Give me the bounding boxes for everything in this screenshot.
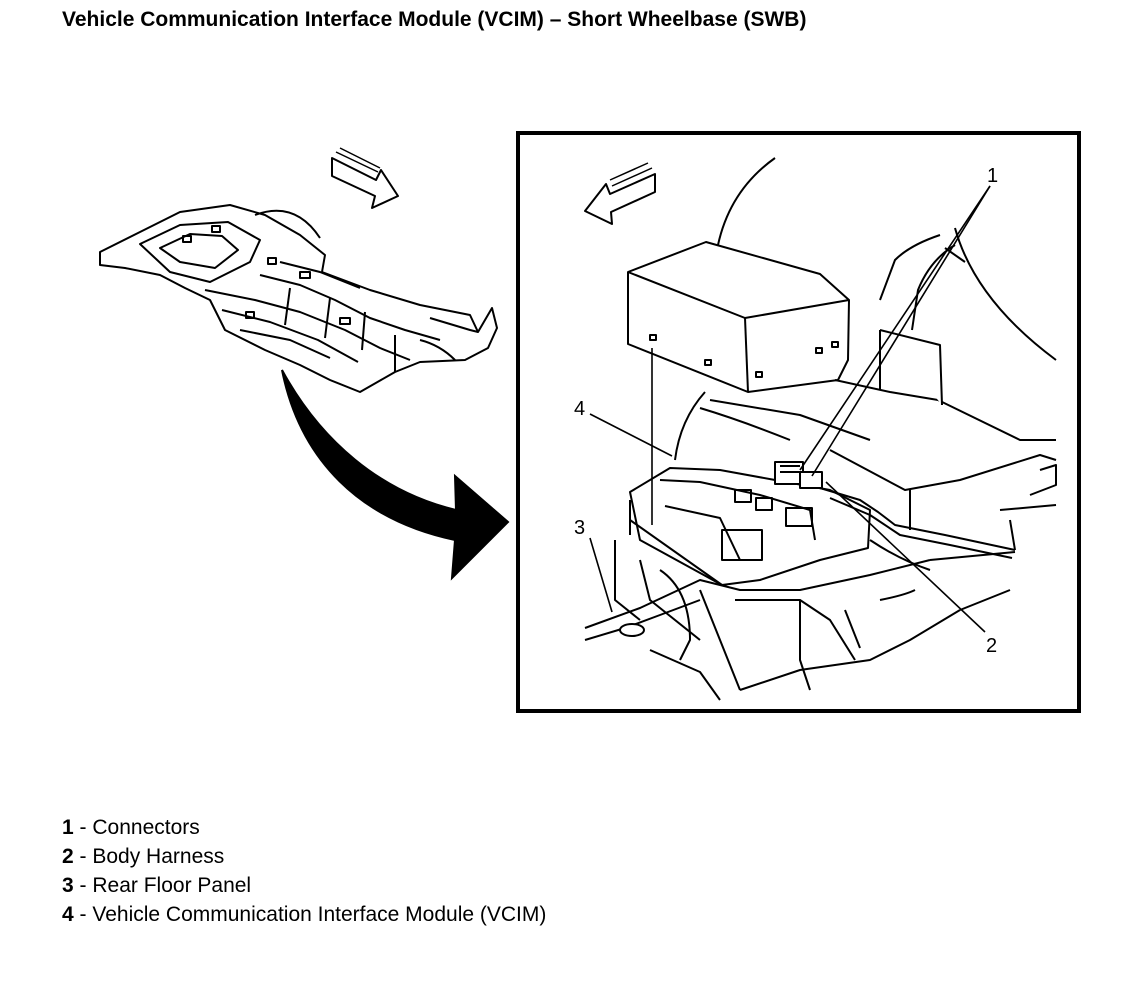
legend-separator: - [73, 874, 93, 897]
detail-view-frame [516, 131, 1081, 713]
detail-direction-arrow-icon [584, 162, 656, 225]
vcim-module [627, 241, 850, 393]
legend-number: 4 [62, 903, 74, 926]
legend-label: Rear Floor Panel [92, 874, 252, 897]
legend: 1 - Connectors 2 - Body Harness 3 - Rear… [62, 813, 546, 929]
legend-item-3: 3 - Rear Floor Panel [62, 871, 546, 900]
floor-pan-overview [99, 204, 498, 393]
legend-separator: - [73, 903, 93, 926]
detail-view-drawing [584, 157, 1057, 701]
legend-item-1: 1 - Connectors [62, 813, 546, 842]
transfer-arrow-icon [281, 369, 510, 581]
legend-number: 3 [62, 874, 74, 897]
legend-label: Connectors [92, 816, 200, 839]
callout-2: 2 [986, 635, 997, 657]
rear-floor-panel [584, 540, 961, 701]
legend-item-4: 4 - Vehicle Communication Interface Modu… [62, 900, 546, 929]
legend-label: Body Harness [92, 845, 225, 868]
legend-label: Vehicle Communication Interface Module (… [92, 903, 547, 926]
callout-1: 1 [987, 165, 998, 187]
callout-4: 4 [574, 398, 585, 420]
legend-number: 1 [62, 816, 74, 839]
page-title: Vehicle Communication Interface Module (… [62, 8, 807, 31]
legend-number: 2 [62, 845, 74, 868]
legend-separator: - [73, 816, 93, 839]
forward-direction-arrow-icon [331, 147, 399, 209]
legend-separator: - [73, 845, 93, 868]
callout-leaders [589, 185, 991, 633]
callout-3: 3 [574, 517, 585, 539]
connectors [774, 461, 823, 489]
legend-item-2: 2 - Body Harness [62, 842, 546, 871]
